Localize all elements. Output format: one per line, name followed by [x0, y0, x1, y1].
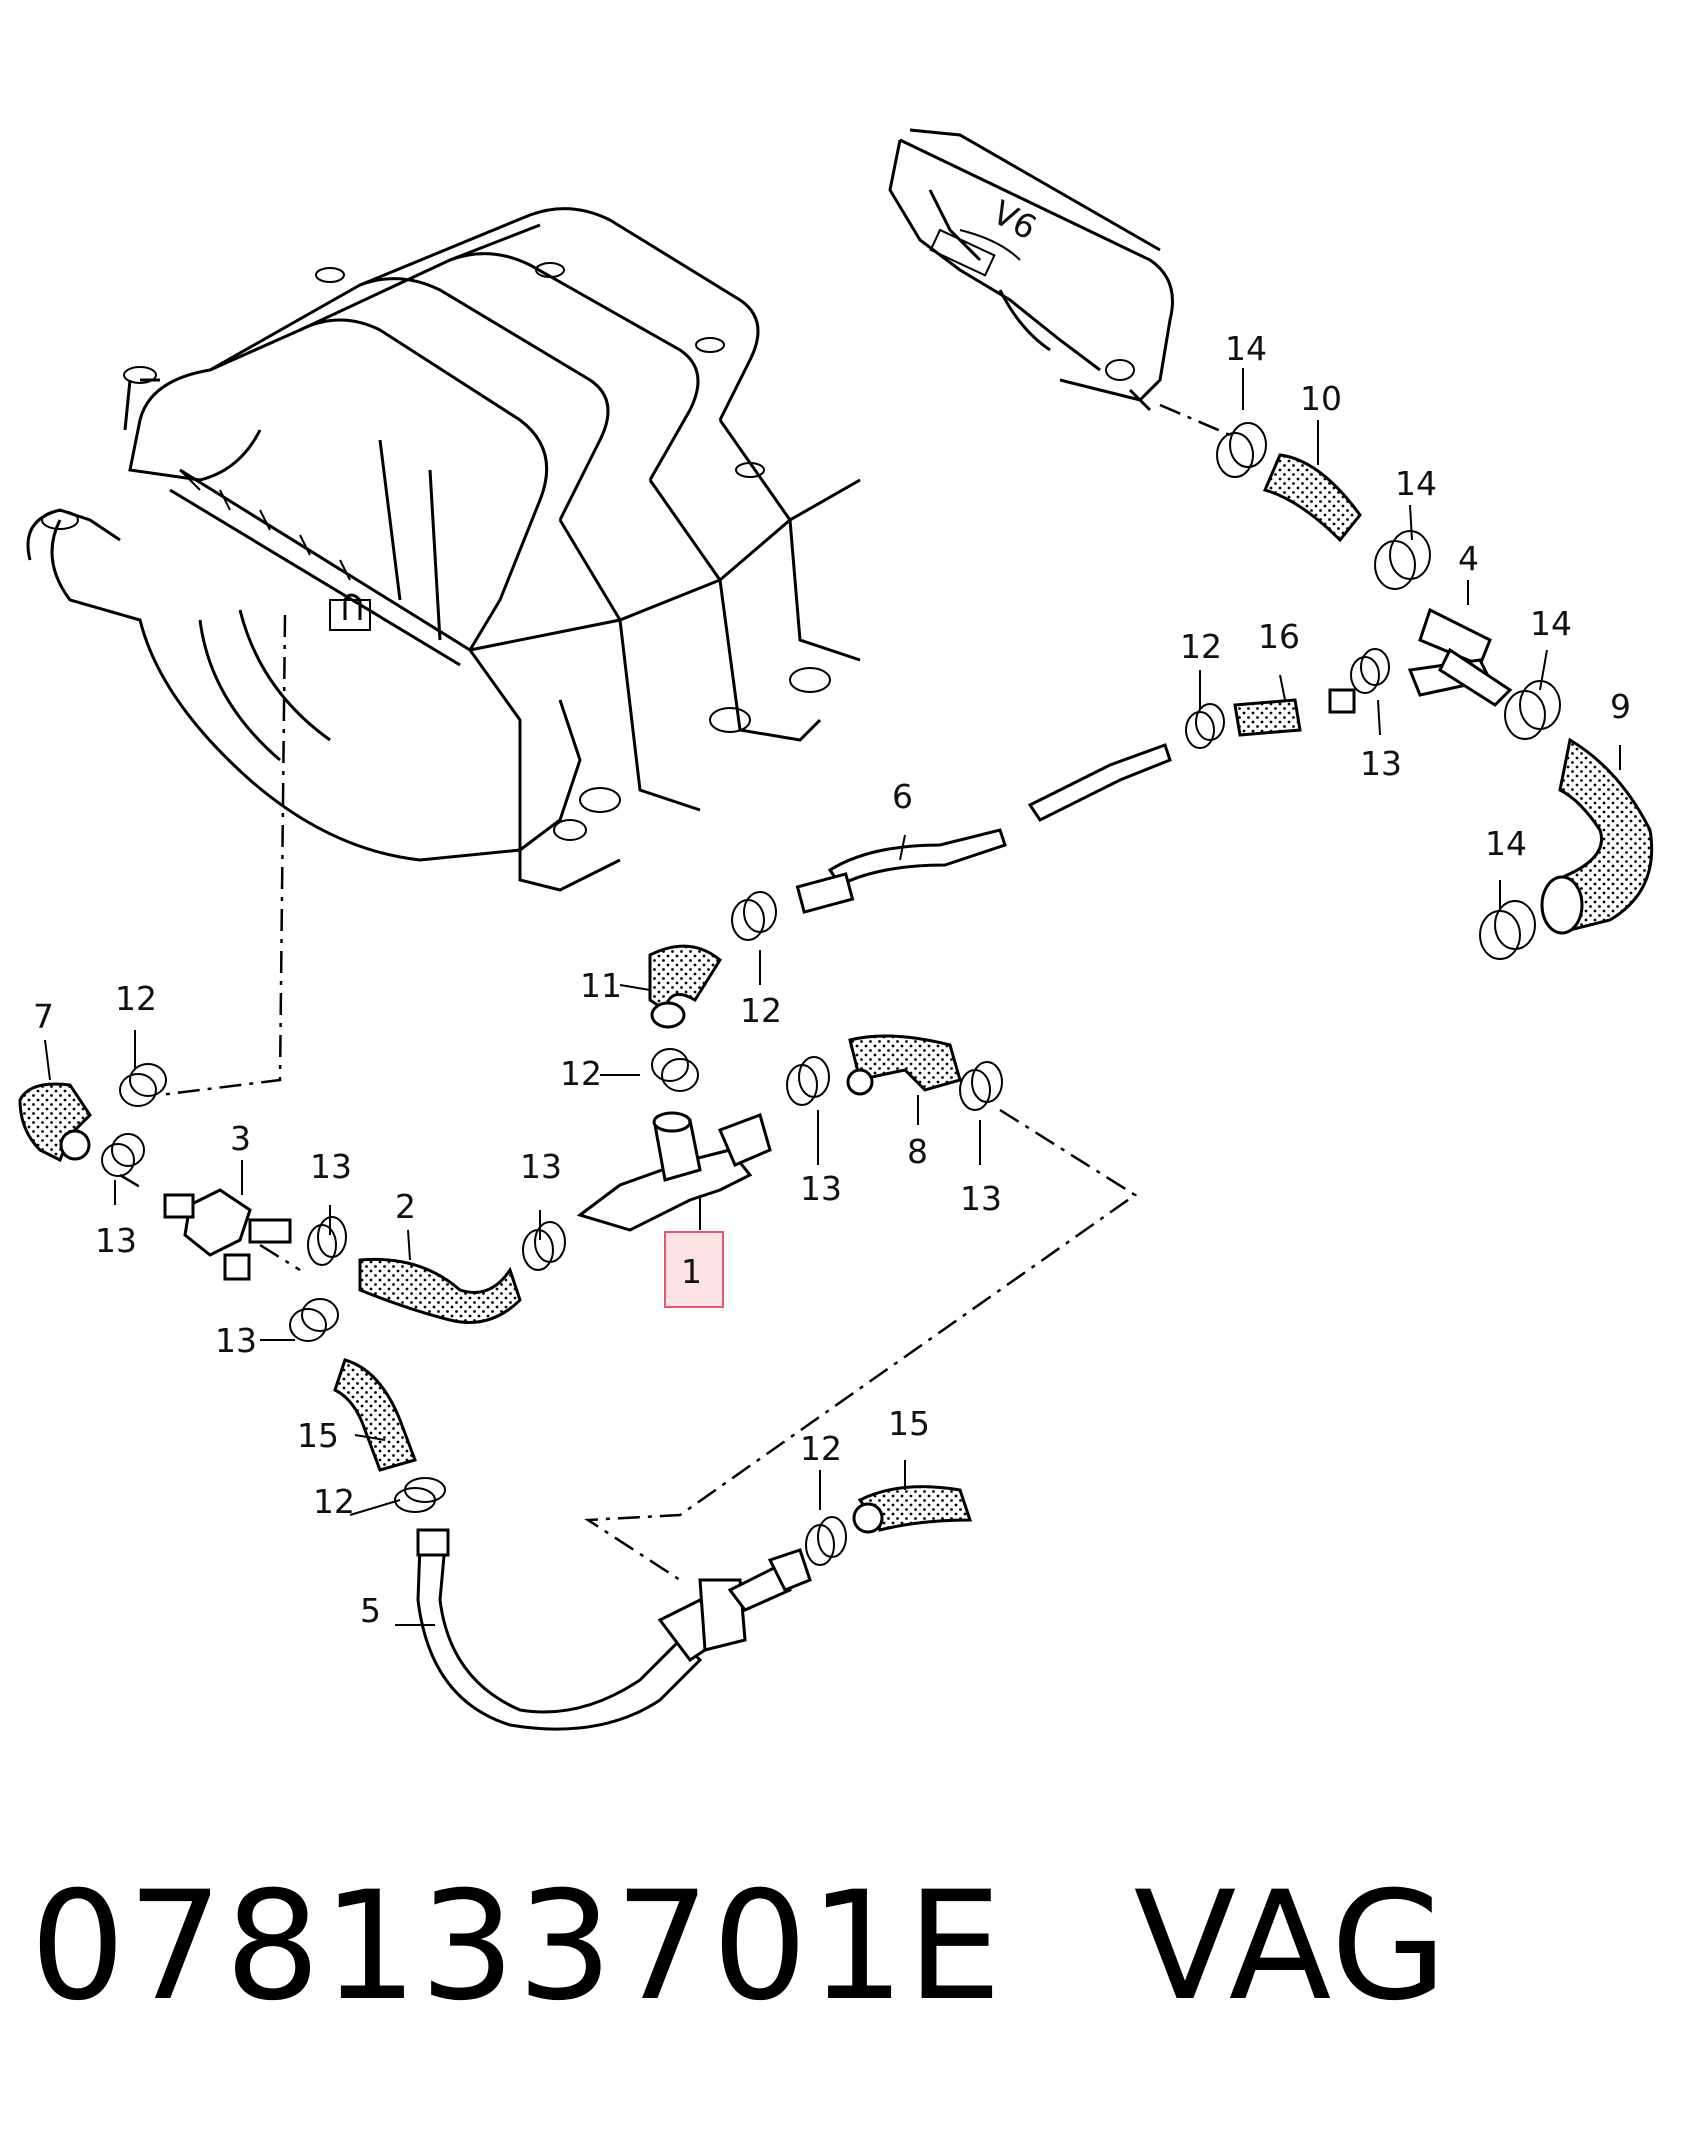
callout-7[interactable]: 7	[33, 997, 54, 1036]
clamp-12-mid	[731, 891, 777, 941]
callout-12-e[interactable]: 12	[313, 1482, 355, 1521]
callout-4[interactable]: 4	[1458, 539, 1479, 578]
callout-15-b[interactable]: 15	[888, 1404, 930, 1443]
clamp-14-c	[1504, 680, 1561, 740]
clamp-12-lower	[394, 1477, 446, 1513]
hoses-and-pipes	[18, 453, 1654, 1731]
part-1-highlight	[664, 1231, 724, 1308]
part-number-caption: 078133701E VAG	[30, 1860, 1449, 2034]
callout-12-a[interactable]: 12	[1180, 627, 1222, 666]
clamp-12-left	[651, 1048, 699, 1092]
callout-3[interactable]: 3	[230, 1119, 251, 1158]
callout-9[interactable]: 9	[1610, 687, 1631, 726]
clamp-13-left7	[101, 1133, 145, 1177]
clamp-14-d	[1479, 900, 1536, 960]
engine-badge-text: V6	[986, 193, 1043, 248]
callout-12-f[interactable]: 12	[800, 1429, 842, 1468]
callout-13-c[interactable]: 13	[960, 1179, 1002, 1218]
clamp-12-top	[1185, 703, 1225, 749]
callout-10[interactable]: 10	[1300, 379, 1342, 418]
callout-12-b[interactable]: 12	[740, 991, 782, 1030]
callout-labels: 1 2 3 4 5 6 7 8 9 10 11 12 12 12 12 12 1…	[33, 329, 1631, 1630]
callout-14-c[interactable]: 14	[1530, 604, 1572, 643]
clamp-13-top	[1350, 648, 1390, 694]
callout-11[interactable]: 11	[580, 966, 622, 1005]
intake-manifold	[26, 207, 861, 892]
callout-5[interactable]: 5	[360, 1591, 381, 1630]
callout-12-c[interactable]: 12	[560, 1054, 602, 1093]
callout-14-b[interactable]: 14	[1395, 464, 1437, 503]
clamp-13-mid2	[959, 1061, 1003, 1111]
clamp-13-mid3	[522, 1221, 566, 1271]
callout-13-d[interactable]: 13	[520, 1147, 562, 1186]
callout-13-b[interactable]: 13	[800, 1169, 842, 1208]
brand-name: VAG	[1133, 1860, 1449, 2034]
callout-2[interactable]: 2	[395, 1187, 416, 1226]
callout-14-d[interactable]: 14	[1485, 824, 1527, 863]
clamp-13-lower	[289, 1298, 339, 1342]
callout-8[interactable]: 8	[907, 1132, 928, 1171]
hose-clamps	[101, 422, 1561, 1566]
callout-15-a[interactable]: 15	[297, 1416, 339, 1455]
callout-6[interactable]: 6	[892, 777, 913, 816]
exploded-parts-diagram: V6	[18, 128, 1654, 1731]
callout-12-d[interactable]: 12	[115, 979, 157, 1018]
callout-14-a[interactable]: 14	[1225, 329, 1267, 368]
clamp-14-b	[1374, 530, 1431, 590]
callout-1[interactable]: 1	[681, 1252, 702, 1291]
clamp-12-lower-right	[805, 1516, 847, 1566]
leader-lines	[44, 368, 1621, 1626]
clamp-13-mid4	[307, 1216, 347, 1266]
callout-13-a[interactable]: 13	[1360, 744, 1402, 783]
clamp-12-left7	[119, 1063, 167, 1107]
part-number: 078133701E	[30, 1860, 1004, 2034]
callout-13-f[interactable]: 13	[95, 1221, 137, 1260]
clamp-14-a	[1216, 422, 1267, 478]
callout-16[interactable]: 16	[1258, 617, 1300, 656]
engine-cover: V6	[888, 128, 1174, 412]
clamp-13-mid1	[786, 1056, 830, 1106]
callout-13-g[interactable]: 13	[215, 1321, 257, 1360]
callout-13-e[interactable]: 13	[310, 1147, 352, 1186]
